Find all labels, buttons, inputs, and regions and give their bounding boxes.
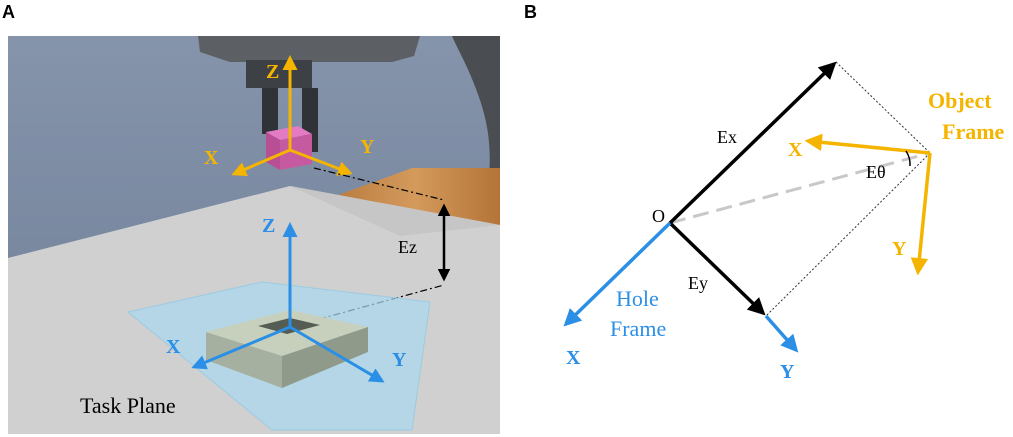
panel-b-label: B: [524, 2, 537, 22]
hole-x-label: X: [166, 336, 181, 358]
hole-block-left: [206, 332, 282, 388]
construction-diag: [765, 152, 931, 317]
hole-frame-x-label: X: [566, 347, 581, 369]
ey-arrow: [668, 221, 766, 316]
gripper-head: [198, 36, 420, 62]
construction-top: [835, 61, 931, 154]
cube-left: [266, 132, 280, 170]
gripper-finger-left: [262, 88, 278, 134]
object-frame-title-line1: Object: [928, 88, 992, 113]
origin-label: O: [652, 206, 665, 226]
gripper-x-label: X: [204, 147, 219, 169]
gripper-body: [246, 60, 312, 88]
object-frame-y-axis: [910, 152, 932, 276]
hole-y-label: Y: [392, 349, 407, 371]
hole-frame-title-line1: Hole: [616, 286, 659, 311]
gripper-z-label: Z: [266, 61, 279, 83]
hole-frame-x-axis: [563, 221, 672, 327]
panel-a: A Z X Y Ez: [2, 2, 500, 434]
ey-label: Ey: [688, 273, 708, 293]
panel-b: B O Ex Ey Eθ Object Frame X Y Hole Frame…: [524, 2, 1005, 383]
hole-z-label: Z: [262, 215, 275, 237]
etheta-label: Eθ: [866, 162, 886, 182]
task-plane-label: Task Plane: [80, 393, 176, 418]
gripper-axes: Z X Y: [204, 55, 375, 177]
object-frame-y-label: Y: [892, 238, 907, 260]
theta-arc: [905, 150, 911, 167]
hole-axes: Z X Y: [166, 215, 407, 383]
ex-arrow: [668, 61, 837, 225]
ez-label: Ez: [398, 237, 417, 257]
gripper-y-label: Y: [360, 136, 375, 158]
distance-line: [669, 151, 931, 225]
hole-frame-y-axis: [764, 314, 799, 353]
hole-frame-y-label: Y: [780, 361, 795, 383]
hole-frame-title-line2: Frame: [610, 316, 666, 341]
object-frame-x-axis: [804, 133, 931, 155]
ez-guide-top: [313, 167, 445, 201]
object-frame-title-line2: Frame: [942, 119, 1005, 144]
hole-block-right: [282, 327, 368, 388]
object-frame-x-label: X: [788, 139, 803, 161]
ex-label: Ex: [717, 127, 737, 147]
panel-a-label: A: [2, 2, 15, 22]
